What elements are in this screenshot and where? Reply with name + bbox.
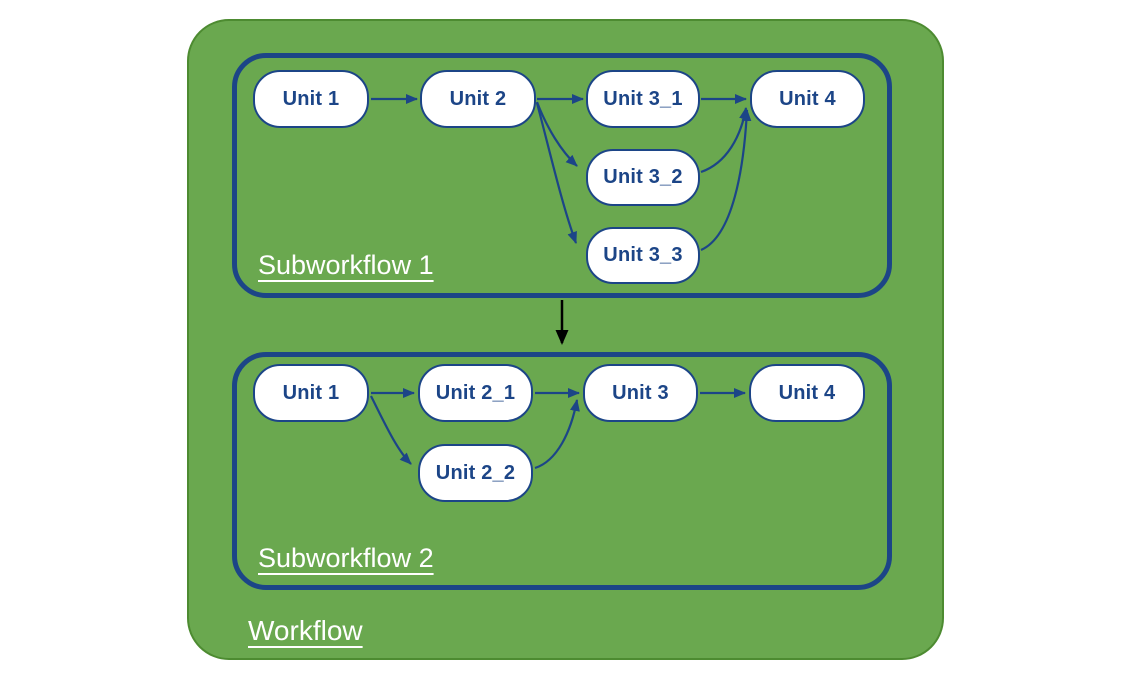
node-s2-unit-2-1: Unit 2_1	[418, 364, 533, 422]
node-s1-unit-3-1: Unit 3_1	[586, 70, 700, 128]
node-s1-unit-4: Unit 4	[750, 70, 865, 128]
subworkflow-2-container	[232, 352, 892, 590]
node-s1-unit-2: Unit 2	[420, 70, 536, 128]
node-s1-unit-3-3: Unit 3_3	[586, 227, 700, 284]
node-s2-unit-4: Unit 4	[749, 364, 865, 422]
node-s1-unit-1: Unit 1	[253, 70, 369, 128]
subworkflow-1-container	[232, 53, 892, 298]
subworkflow-1-label: Subworkflow 1	[258, 250, 434, 280]
node-s2-unit-3: Unit 3	[583, 364, 698, 422]
subworkflow-2-label: Subworkflow 2	[258, 543, 434, 573]
node-s2-unit-1: Unit 1	[253, 364, 369, 422]
node-s1-unit-3-2: Unit 3_2	[586, 149, 700, 206]
node-s2-unit-2-2: Unit 2_2	[418, 444, 533, 502]
workflow-label: Workflow	[248, 615, 363, 646]
